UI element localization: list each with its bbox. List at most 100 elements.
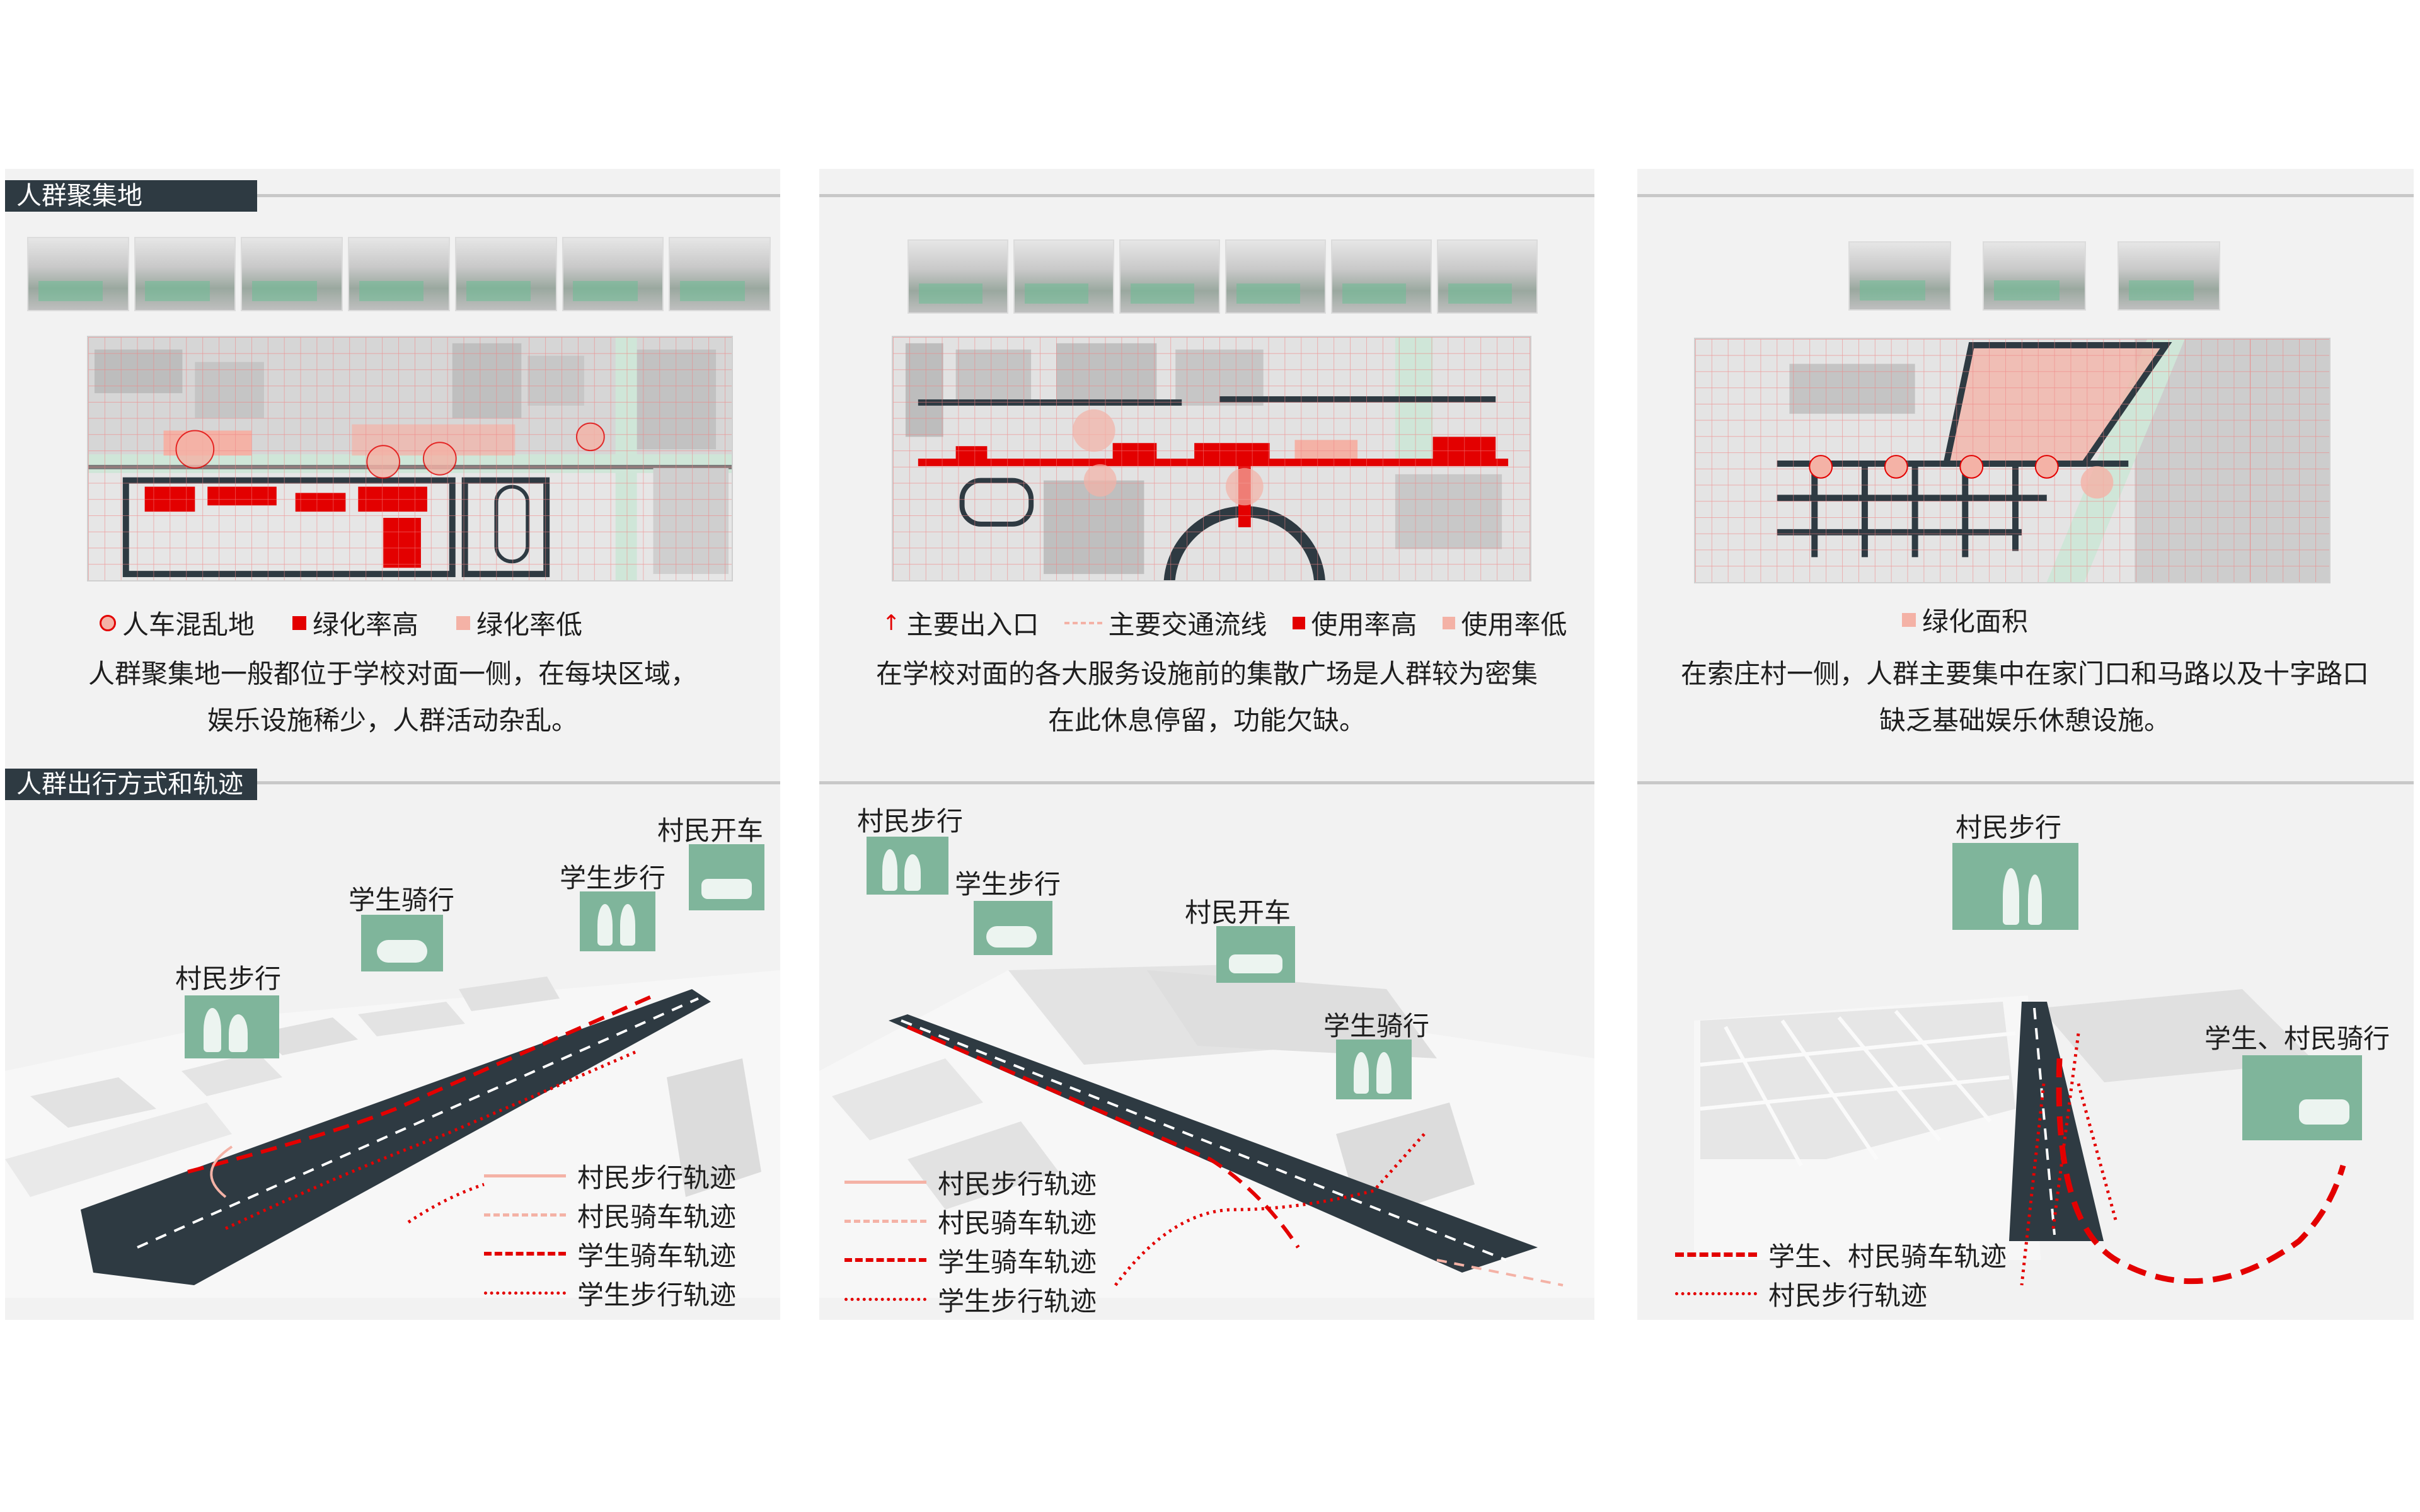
- desc-line: 缺乏基础娱乐休憩设施。: [1879, 705, 2170, 736]
- label-student-ride: 学生骑行: [1323, 1011, 1430, 1041]
- site-photo: [241, 237, 343, 311]
- header-rule: [819, 781, 1594, 784]
- high-green-icon: [292, 616, 307, 630]
- site-photo: [908, 239, 1008, 314]
- photo-strip: [1848, 241, 2220, 311]
- track-label: 学生骑车轨迹: [938, 1246, 1097, 1278]
- track-row: 学生步行轨迹: [844, 1283, 1097, 1317]
- description-1: 人群聚集地一般都位于学校对面一侧，在每块区域， 娱乐设施稀少，人群活动杂乱。: [30, 651, 755, 744]
- track-row: 村民步行轨迹: [1675, 1277, 2007, 1311]
- site-photo: [1119, 239, 1220, 314]
- header-rule: [819, 194, 1594, 197]
- site-photo: [1848, 241, 1952, 311]
- track-label: 学生骑车轨迹: [577, 1240, 737, 1271]
- label-villager-drive: 村民开车: [1185, 897, 1291, 928]
- green-area-icon: [1902, 612, 1916, 627]
- student-ride-card: [1336, 1040, 1412, 1099]
- header-rule: [257, 781, 780, 784]
- label-student-walk: 学生步行: [955, 869, 1061, 900]
- site-photo: [1013, 239, 1114, 314]
- label-student-walk: 学生步行: [560, 862, 666, 893]
- site-photo: [348, 237, 450, 311]
- legend-label: 使用率低: [1461, 609, 1567, 640]
- track-legend-3: 学生、村民骑车轨迹 村民步行轨迹: [1675, 1238, 2007, 1311]
- legend-item: 绿化率高: [292, 604, 418, 642]
- student-ride-card: [361, 915, 443, 971]
- track-label: 村民步行轨迹: [577, 1162, 737, 1193]
- legend-label: 主要出入口: [906, 609, 1039, 640]
- label-villager-walk: 村民步行: [1956, 812, 2062, 843]
- villager-walk-card: [185, 995, 279, 1058]
- legend-3: 绿化面积: [1902, 600, 2066, 639]
- site-map: [1694, 338, 2331, 583]
- header-rule: [1637, 194, 2414, 197]
- desc-line: 在索庄村一侧，人群主要集中在家门口和马路以及十字路口: [1680, 658, 2369, 689]
- track-row: 村民骑车轨迹: [484, 1198, 737, 1232]
- site-map: [892, 336, 1531, 581]
- entrance-icon: ↑: [882, 610, 901, 636]
- low-green-icon: [456, 616, 471, 630]
- track-legend-2: 村民步行轨迹 村民骑车轨迹 学生骑车轨迹 学生步行轨迹: [844, 1166, 1097, 1317]
- site-photo: [1225, 239, 1326, 314]
- label-villager-walk: 村民步行: [857, 806, 964, 837]
- panel-1-bottom: 人群出行方式和轨迹 村民步行 学生骑行 学生步行 村民开车: [5, 769, 780, 1320]
- villager-drive-card: [689, 844, 764, 910]
- track-row: 村民步行轨迹: [844, 1166, 1097, 1200]
- panel-1-top: 人群聚集地: [5, 169, 780, 777]
- header-rule: [257, 194, 780, 197]
- header-rule: [1637, 781, 2414, 784]
- site-photo: [454, 237, 557, 311]
- low-use-icon: [1442, 616, 1455, 629]
- section-header-gathering: 人群聚集地: [5, 180, 257, 212]
- legend-label: 主要交通流线: [1108, 609, 1267, 640]
- traffic-line-icon: [1064, 621, 1102, 624]
- legend-item: 人车混乱地: [100, 604, 255, 642]
- legend-item: ↑ 主要出入口: [882, 604, 1039, 642]
- label-student-ride: 学生骑行: [349, 885, 455, 915]
- site-map: [87, 336, 733, 581]
- site-photo: [1331, 239, 1432, 314]
- label-student-villager-ride: 学生、村民骑行: [2204, 1023, 2390, 1054]
- desc-line: 在学校对面的各大服务设施前的集散广场是人群较为密集: [875, 658, 1538, 689]
- track-row: 村民骑车轨迹: [844, 1205, 1097, 1239]
- panel-3-top: 绿化面积 在索庄村一侧，人群主要集中在家门口和马路以及十字路口 缺乏基础娱乐休憩…: [1637, 169, 2414, 777]
- legend-2: ↑ 主要出入口 主要交通流线 使用率高 使用率低: [882, 604, 1567, 642]
- track-label: 村民步行轨迹: [1768, 1280, 1928, 1311]
- site-photo: [27, 237, 129, 311]
- label-villager-walk: 村民步行: [175, 963, 282, 994]
- site-photo: [562, 237, 664, 311]
- track-label: 村民步行轨迹: [938, 1168, 1097, 1200]
- villager-walk-card: [1952, 843, 2078, 930]
- track-label: 村民骑车轨迹: [938, 1207, 1097, 1239]
- legend-label: 绿化率高: [313, 609, 419, 640]
- track-label: 村民骑车轨迹: [577, 1201, 737, 1232]
- mixed-area-icon: [100, 614, 116, 631]
- track-row: 学生骑车轨迹: [484, 1237, 737, 1271]
- track-label: 学生步行轨迹: [938, 1285, 1097, 1317]
- section-header-travel: 人群出行方式和轨迹: [5, 769, 257, 800]
- legend-label: 使用率高: [1311, 609, 1417, 640]
- student-walk-card: [580, 891, 655, 951]
- legend-item: 使用率低: [1442, 604, 1567, 642]
- legend-label: 绿化面积: [1922, 606, 2029, 637]
- site-photo: [134, 237, 236, 311]
- panel-2-top: ↑ 主要出入口 主要交通流线 使用率高 使用率低 在学校对面的各大服务设施前的集…: [819, 169, 1594, 777]
- description-2: 在学校对面的各大服务设施前的集散广场是人群较为密集 在此休息停留，功能欠缺。: [832, 651, 1582, 744]
- villager-walk-card: [867, 837, 948, 895]
- site-photo: [1983, 241, 2086, 311]
- high-use-icon: [1292, 616, 1305, 629]
- legend-item: 使用率高: [1292, 604, 1417, 642]
- track-row: 学生步行轨迹: [484, 1276, 736, 1310]
- legend-item: 绿化率低: [456, 604, 582, 642]
- site-photo: [669, 237, 771, 311]
- track-row: 村民步行轨迹: [484, 1159, 737, 1193]
- track-label: 学生、村民骑车轨迹: [1768, 1240, 2007, 1272]
- photo-strip: [27, 237, 771, 311]
- desc-line: 在此休息停留，功能欠缺。: [1047, 705, 1366, 736]
- student-walk-card: [974, 901, 1052, 955]
- panel-2-bottom: 村民步行 学生步行 村民开车 学生骑行 村民步行轨迹 村民骑车轨迹 学生骑车轨迹…: [819, 769, 1594, 1320]
- description-3: 在索庄村一侧，人群主要集中在家门口和马路以及十字路口 缺乏基础娱乐休憩设施。: [1650, 651, 2400, 744]
- site-photo: [1437, 239, 1538, 314]
- legend-item: 绿化面积: [1902, 600, 2028, 639]
- site-photo: [2117, 241, 2220, 311]
